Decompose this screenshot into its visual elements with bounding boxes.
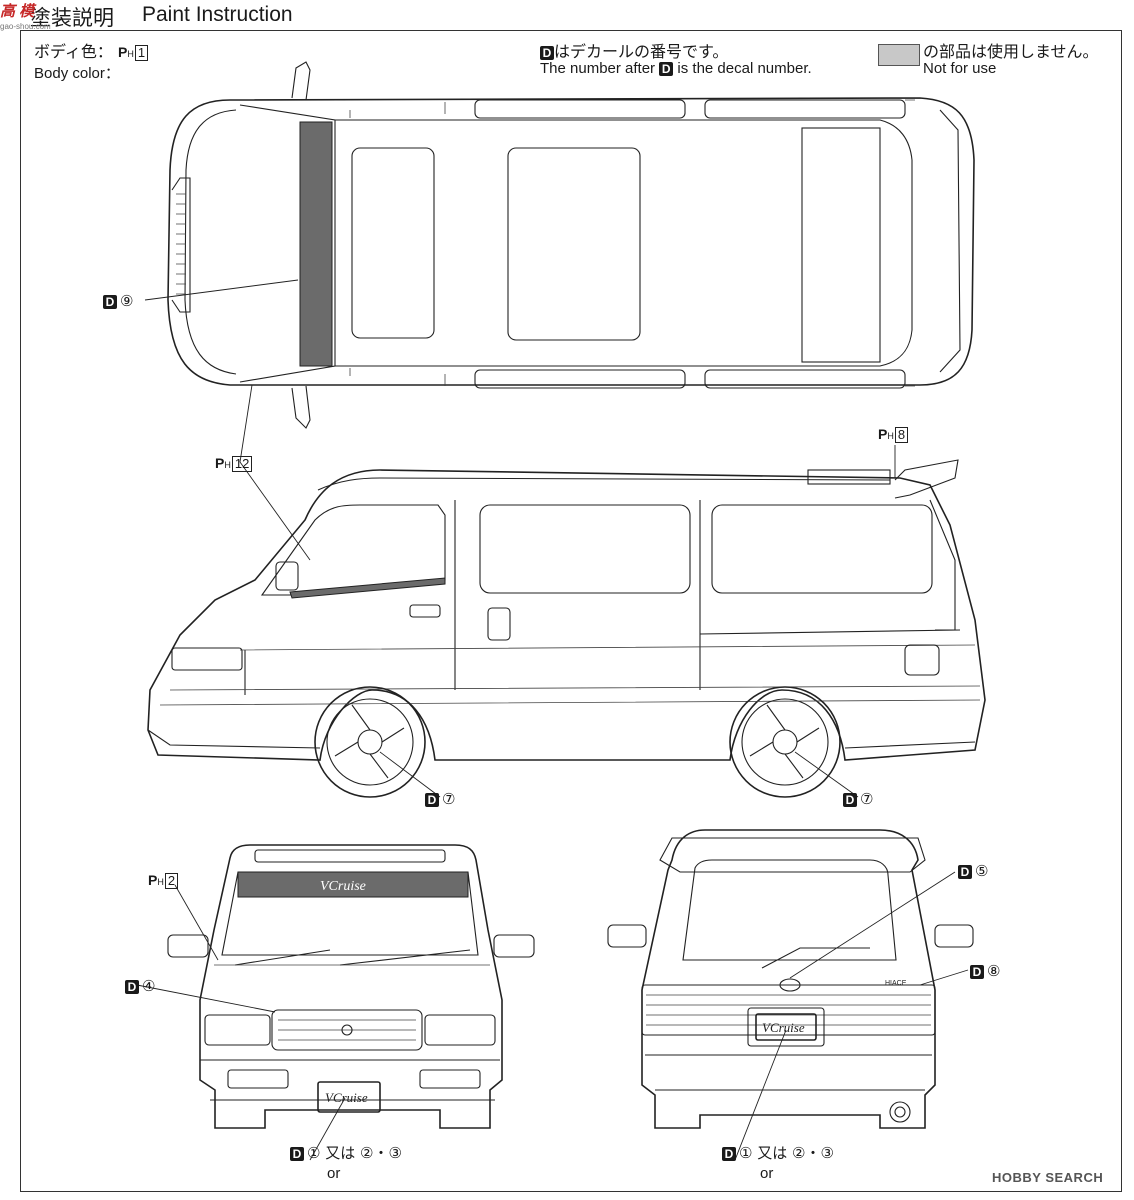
watermark-top-left: 高 模 [0,3,35,20]
title-en: Paint Instruction [142,3,293,26]
title-jp: 塗装説明 [30,6,114,30]
decal-symbol-icon: D [540,46,554,60]
watermark-top-left-sub: gao-shou.com [0,22,51,31]
not-for-use-en: Not for use [923,60,997,77]
body-color-label-en: Body color： [34,65,120,82]
decal-symbol-icon: D [659,62,674,76]
instruction-frame [20,30,1122,1192]
not-for-use-jp: の部品は使用しません。 [923,42,1099,61]
rear-plate-decal [755,1013,817,1041]
decal-symbol-icon: D [290,1147,304,1161]
decal-symbol-icon: D [425,793,439,807]
decal-symbol-icon: D [125,980,139,994]
front-windshield-decal [237,871,469,898]
front-windshield-brand: VCruise [320,879,366,894]
side-view-van [147,459,986,798]
decal-symbol-icon: D [722,1147,736,1161]
callout-front-plate-or: or [327,1165,341,1182]
rear-view-van: VCruise HIACE [607,829,974,1129]
rear-badge: HIACE [885,980,907,987]
decal-symbol-icon: D [103,295,117,309]
leader-lines [136,279,969,1161]
decal-note-en: The number after D is the decal number. [540,60,812,77]
watermark-bottom-right: HOBBY SEARCH [992,1170,1104,1185]
front-plate-decal [317,1081,381,1113]
top-view-van [167,61,975,429]
not-for-use-swatch [878,44,920,66]
top-windshield-decal [299,121,333,367]
front-view-van: VCruise VCruise [167,844,535,1129]
front-plate-brand: VCruise [325,1090,368,1105]
decal-symbol-icon: D [958,865,972,879]
callout-rear-plate-or: or [760,1165,774,1182]
decal-symbol-icon: D [970,965,984,979]
rear-plate-brand: VCruise [762,1020,805,1035]
decal-symbol-icon: D [843,793,857,807]
